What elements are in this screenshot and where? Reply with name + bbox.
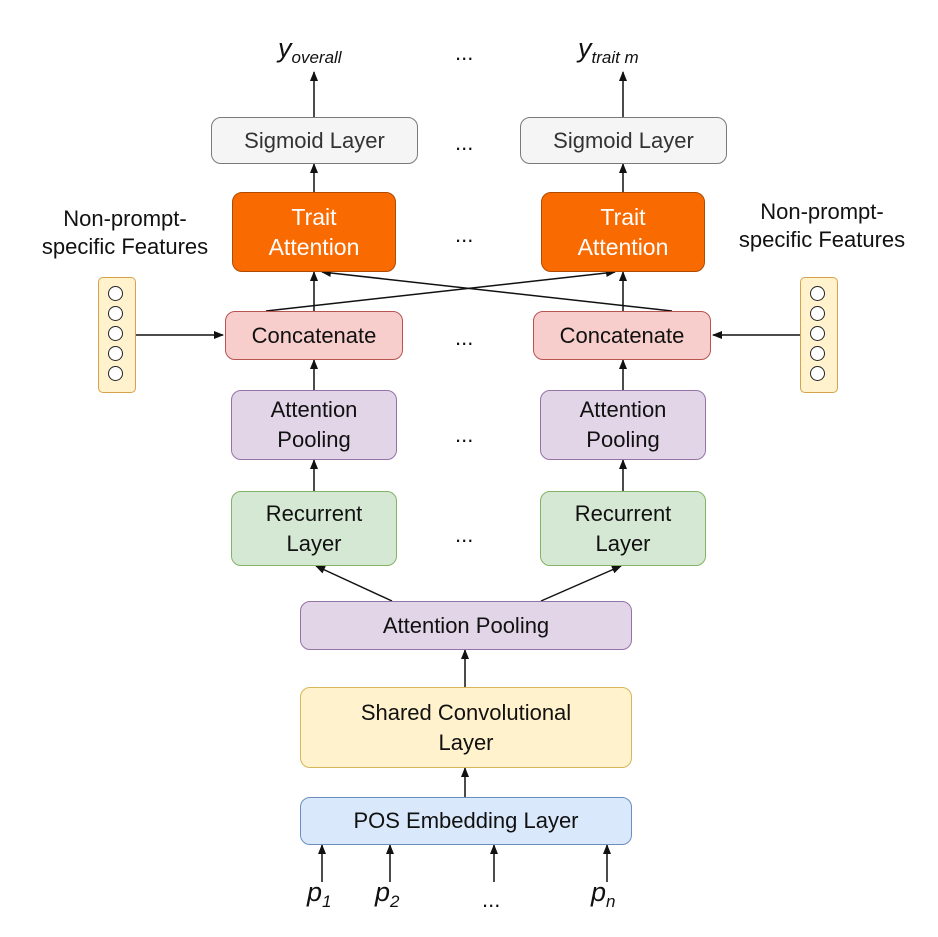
outputs-ellipsis: ... (455, 40, 474, 65)
output-trait-m-label: ytrait m (578, 33, 639, 67)
attention-pooling-right: Attention Pooling (540, 390, 706, 460)
recurrent-ellipsis: ... (455, 522, 474, 547)
pos-embedding-layer: POS Embedding Layer (300, 797, 632, 845)
sigmoid-layer-right: Sigmoid Layer (520, 117, 727, 164)
output-overall-label: yoverall (278, 33, 342, 67)
input-p1: p1 (307, 877, 332, 911)
non-prompt-features-right-label: Non-prompt- specific Features (738, 199, 906, 252)
non-prompt-features-left-label: Non-prompt- specific Features (41, 206, 209, 259)
recurrent-layer-right: Recurrent Layer (540, 491, 706, 566)
attention-pooling-ellipsis: ... (455, 422, 474, 447)
sigmoid-ellipsis: ... (455, 130, 474, 155)
trait-attention-left: Trait Attention (232, 192, 396, 272)
concatenate-ellipsis: ... (455, 325, 474, 350)
feature-vector-left (98, 277, 136, 393)
input-pn: pn (591, 877, 616, 911)
trait-attention-ellipsis: ... (455, 222, 474, 247)
shared-attention-pooling: Attention Pooling (300, 601, 632, 650)
feature-vector-right (800, 277, 838, 393)
concatenate-left: Concatenate (225, 311, 403, 360)
input-ellipsis: ... (482, 887, 501, 912)
sigmoid-layer-left: Sigmoid Layer (211, 117, 418, 164)
recurrent-layer-left: Recurrent Layer (231, 491, 397, 566)
attention-pooling-left: Attention Pooling (231, 390, 397, 460)
trait-attention-right: Trait Attention (541, 192, 705, 272)
shared-convolutional-layer: Shared Convolutional Layer (300, 687, 632, 768)
input-p2: p2 (375, 877, 400, 911)
concatenate-right: Concatenate (533, 311, 711, 360)
